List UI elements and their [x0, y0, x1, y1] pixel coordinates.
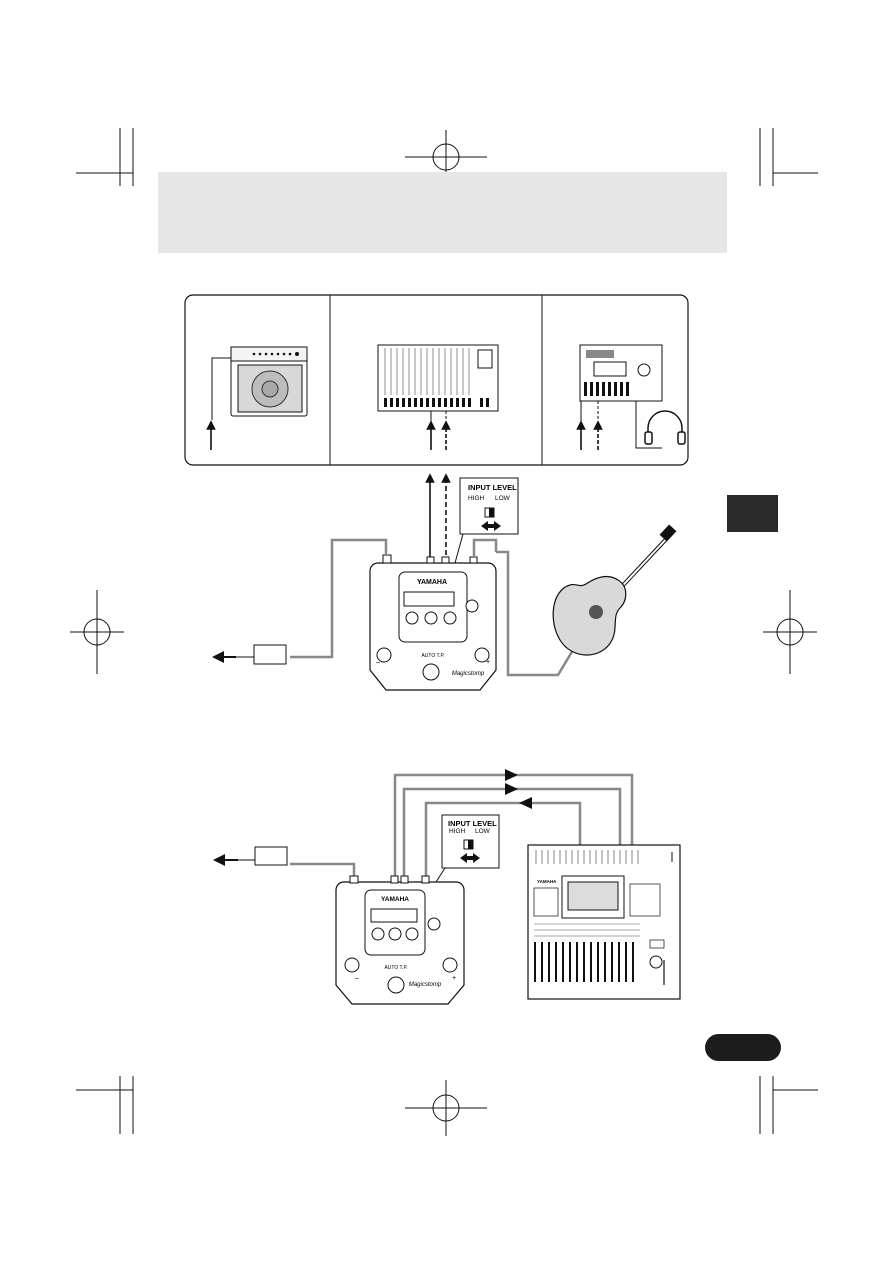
- arrow-icon: [505, 769, 518, 781]
- mixer-brand: YAMAHA: [537, 879, 557, 884]
- mixer: [377, 344, 499, 412]
- arrow-icon: [519, 797, 532, 809]
- double-arrow-icon: [481, 521, 501, 531]
- digital-mixer: YAMAHA: [527, 844, 681, 1000]
- auto-tp-label: AUTO T.P.: [421, 653, 444, 659]
- magicstomp-pedal: YAMAHA – + AUTO T.P. Magicstomp: [369, 554, 497, 691]
- diagram-bottom: INPUT LEVEL HIGH LOW YAMAHA – + AUTO T.P…: [213, 769, 681, 1005]
- pedal-brand: YAMAHA: [381, 896, 409, 903]
- arrow-icon: [505, 783, 518, 795]
- guitar-icon: [552, 524, 677, 656]
- recorder: [579, 344, 663, 402]
- power-adapter: [253, 644, 287, 665]
- plus-label: +: [486, 659, 490, 666]
- input-level-high: HIGH: [449, 828, 466, 835]
- magicstomp-pedal: YAMAHA – + AUTO T.P. Magicstomp: [335, 875, 465, 1005]
- double-arrow-icon: [460, 853, 480, 863]
- input-level-low: LOW: [475, 828, 491, 835]
- input-level-low: LOW: [495, 495, 511, 502]
- side-tab: [727, 495, 778, 532]
- crop-mark-icon: [76, 128, 818, 1134]
- registration-mark-icon: [70, 130, 817, 1136]
- page-badge: [705, 1034, 781, 1061]
- diagram-top: INPUT LEVEL HIGH LOW YAMAHA – + AUTO T.P…: [184, 294, 689, 691]
- pedal-logo: Magicstomp: [409, 982, 442, 988]
- input-level-title: INPUT LEVEL: [468, 483, 517, 492]
- headphones-icon: [644, 410, 686, 445]
- power-adapter: [254, 846, 288, 866]
- plus-label: +: [452, 975, 456, 982]
- pedal-brand: YAMAHA: [417, 579, 447, 586]
- minus-label: –: [376, 659, 380, 666]
- minus-label: –: [355, 975, 359, 982]
- input-level-callout: INPUT LEVEL HIGH LOW: [454, 477, 519, 564]
- auto-tp-label: AUTO T.P.: [384, 965, 407, 971]
- input-level-callout: INPUT LEVEL HIGH LOW: [435, 814, 500, 883]
- input-level-title: INPUT LEVEL: [448, 819, 497, 828]
- guitar-amp: [230, 346, 308, 417]
- input-level-high: HIGH: [468, 495, 485, 502]
- header-band: [158, 172, 727, 253]
- pedal-logo: Magicstomp: [452, 671, 485, 677]
